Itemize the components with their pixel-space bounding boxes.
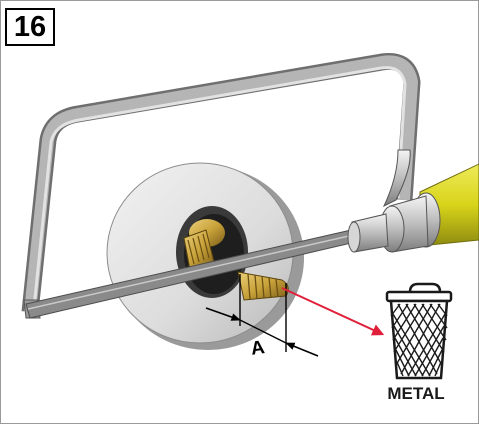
dimension-a <box>205 274 319 357</box>
discard-arrow <box>281 287 385 336</box>
bin-label: METAL <box>387 384 445 403</box>
saw-handle <box>347 149 479 253</box>
step-number-badge: 16 <box>5 8 55 46</box>
hacksaw-frame <box>21 52 421 319</box>
cut-threaded-piece <box>237 271 289 301</box>
recycle-bin-icon <box>385 282 453 380</box>
dimension-label: A <box>249 337 267 360</box>
